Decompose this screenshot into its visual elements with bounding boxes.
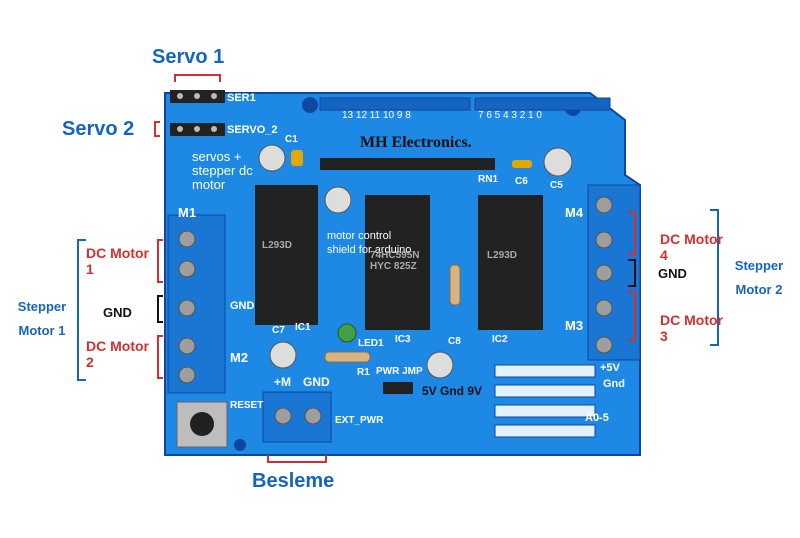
c1-label: C1 bbox=[285, 134, 298, 145]
m3-label: M3 bbox=[565, 318, 584, 333]
pwr-jmp-label: PWR JMP bbox=[376, 366, 423, 377]
c8-label: C8 bbox=[448, 336, 461, 347]
capacitor-c2 bbox=[258, 144, 286, 172]
supply-label: Besleme bbox=[252, 470, 335, 492]
dc-motor-4-label: DC Motor 4 bbox=[660, 231, 723, 263]
annotation-brackets bbox=[77, 74, 719, 463]
led1 bbox=[337, 323, 357, 343]
plus5v-label: +5V bbox=[600, 362, 620, 374]
mount-hole bbox=[234, 439, 246, 451]
led1-label: LED1 bbox=[358, 338, 384, 349]
capacitor-c8 bbox=[426, 351, 454, 379]
stepper-motor-2-label: Stepper Motor 2 bbox=[734, 258, 784, 297]
dc-motor-3-label: DC Motor 3 bbox=[660, 312, 723, 344]
a0-5-label: A0-5 bbox=[585, 412, 609, 424]
plus-m-label: +M bbox=[274, 375, 292, 389]
dc-motor-2-label: DC Motor 2 bbox=[86, 338, 149, 370]
servo2-silk-label: SERVO_2 bbox=[227, 124, 278, 136]
ic2-chip bbox=[478, 195, 543, 330]
servo1-label: Servo 1 bbox=[152, 46, 225, 68]
terminal-screws-right bbox=[595, 196, 613, 354]
servo1-header bbox=[170, 90, 225, 103]
gnd-right-label: GND bbox=[658, 266, 687, 281]
capacitor-c3 bbox=[324, 186, 352, 214]
c5-label: C5 bbox=[550, 180, 563, 191]
terminal-screw bbox=[274, 407, 292, 425]
servo2-label: Servo 2 bbox=[62, 118, 135, 140]
digital-header-1 bbox=[319, 97, 471, 111]
capacitor-c5 bbox=[543, 147, 573, 177]
resistor-r2 bbox=[449, 264, 461, 306]
rn1-resistor-network bbox=[320, 158, 495, 170]
power-pins-label: 5V Gnd 9V bbox=[422, 384, 483, 398]
terminal-screws-left bbox=[178, 230, 196, 384]
dc-motor-1-label: DC Motor 1 bbox=[86, 245, 149, 277]
gnd-right-pin-label: Gnd bbox=[603, 378, 625, 390]
mount-hole bbox=[302, 97, 318, 113]
ic3-chip bbox=[365, 195, 430, 330]
m1-label: M1 bbox=[178, 205, 197, 220]
gnd-left-label: GND bbox=[103, 305, 132, 320]
capacitor-c7 bbox=[269, 341, 297, 369]
r1-label: R1 bbox=[357, 367, 370, 378]
digital-header-2 bbox=[474, 97, 611, 111]
terminal-m1-m2 bbox=[167, 214, 226, 394]
servo2-header bbox=[170, 123, 225, 136]
ic2-label: IC2 bbox=[492, 334, 508, 345]
ic1-chip bbox=[255, 185, 318, 325]
ext-pwr-label: EXT_PWR bbox=[335, 415, 384, 426]
c6-label: C6 bbox=[515, 176, 528, 187]
brand-text: MH Electronics. bbox=[360, 134, 472, 151]
pwr-jumper bbox=[383, 382, 413, 394]
ic1-label: IC1 bbox=[295, 322, 311, 333]
rn1-label: RN1 bbox=[478, 174, 499, 185]
stepper-motor-1-label: Stepper Motor 1 bbox=[17, 299, 67, 338]
pad-grid bbox=[494, 364, 596, 438]
chip3-text: 74HC595N HYC 825Z bbox=[370, 250, 420, 272]
shield-for-text: shield for arduino bbox=[327, 244, 412, 256]
motor-control-text: motor control bbox=[327, 230, 392, 242]
terminal-screw bbox=[304, 407, 322, 425]
digital-pins-text: 13 12 11 10 9 8 bbox=[342, 110, 411, 121]
chip1-text: L293D bbox=[262, 240, 293, 251]
reset-label: RESET bbox=[230, 400, 264, 411]
chip2-text: L293D bbox=[487, 250, 518, 261]
resistor-r1 bbox=[324, 351, 371, 363]
m4-label: M4 bbox=[565, 205, 584, 220]
gnd-silk-label: GND bbox=[230, 300, 255, 312]
reset-button-cap bbox=[190, 412, 214, 436]
capacitor-c6 bbox=[512, 160, 532, 168]
digital-pins2-text: 7 6 5 4 3 2 1 0 bbox=[478, 110, 542, 121]
ic3-label: IC3 bbox=[395, 334, 411, 345]
m2-label: M2 bbox=[230, 350, 249, 365]
c7-label: C7 bbox=[272, 325, 285, 336]
capacitor-c1 bbox=[291, 150, 303, 166]
ser1-label: SER1 bbox=[227, 92, 256, 104]
servos-text: servos + stepper dc motor bbox=[192, 149, 253, 192]
gnd-terminal-label: GND bbox=[303, 375, 330, 389]
